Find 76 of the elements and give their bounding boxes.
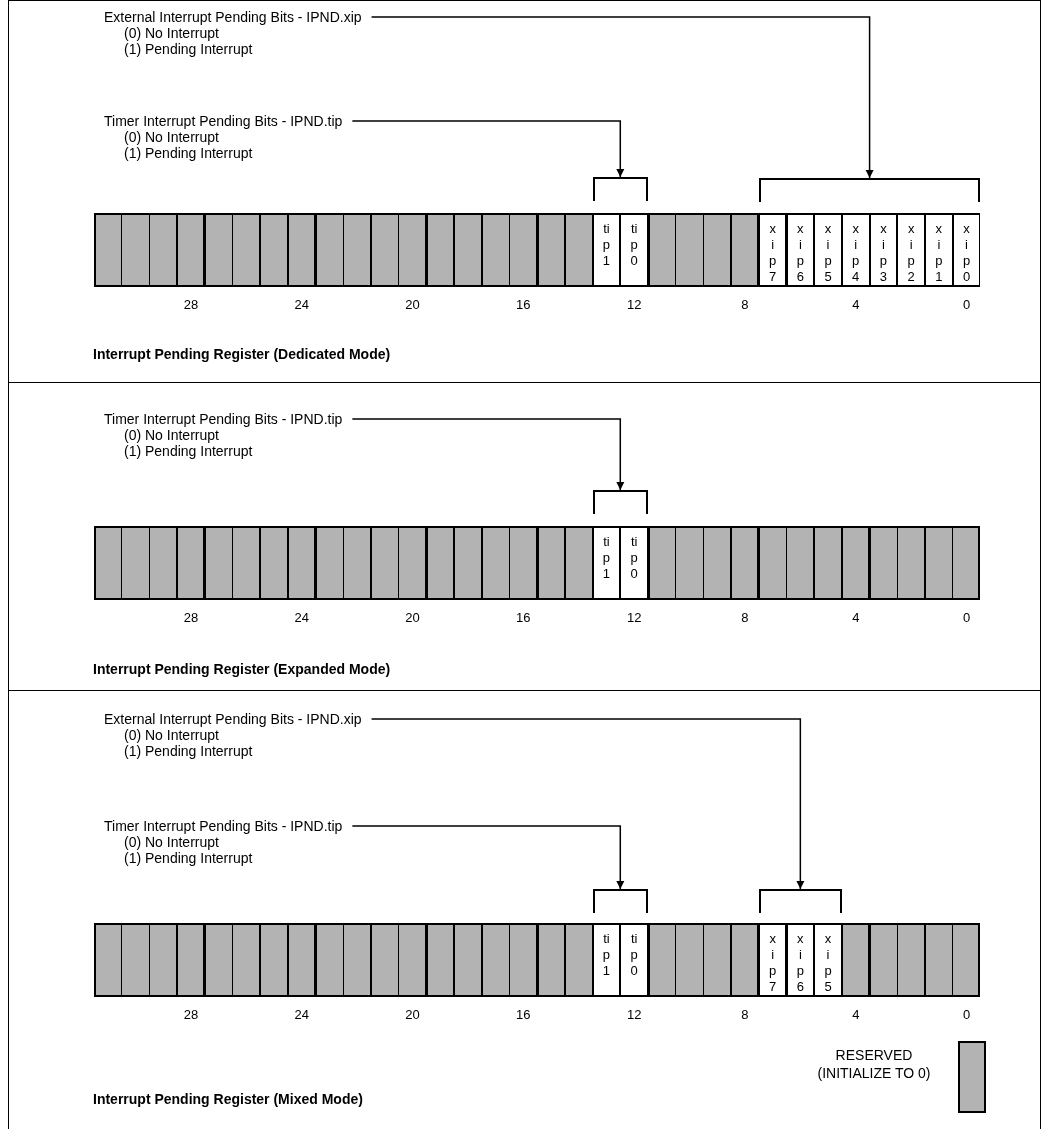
bit-number: 8: [741, 610, 749, 625]
bracket: [758, 178, 981, 202]
register-caption: Interrupt Pending Register (Dedicated Mode): [93, 346, 391, 362]
bit-number: 16: [516, 1007, 531, 1022]
bit-field-cell: xip5: [814, 925, 842, 995]
panel: [8, 0, 1041, 383]
arrow: [351, 825, 625, 890]
bit-number: 28: [183, 610, 199, 625]
panel: [8, 382, 1041, 691]
bit-number: 20: [405, 610, 420, 625]
bit-number: 0: [962, 1007, 971, 1022]
register-bar: [94, 213, 981, 287]
option-text: (1) Pending Interrupt: [123, 145, 254, 161]
register-caption: Interrupt Pending Register (Mixed Mode): [93, 1091, 363, 1107]
register-bar: [94, 526, 981, 600]
option-text: (0) No Interrupt: [123, 727, 220, 743]
bit-number: 12: [626, 610, 642, 625]
panel: [8, 690, 1041, 1129]
leader-heading: Timer Interrupt Pending Bits - IPND.tip: [104, 113, 343, 129]
bit-number: 8: [741, 1007, 749, 1022]
option-text: (1) Pending Interrupt: [123, 443, 254, 459]
bit-field-cell: xip4: [841, 215, 870, 285]
bit-number: 24: [294, 1007, 309, 1022]
bit-number: 28: [183, 1007, 199, 1022]
bit-field-cell: xip2: [897, 215, 925, 285]
bit-field-cell: tip1: [592, 215, 621, 285]
option-text: (0) No Interrupt: [123, 129, 220, 145]
bit-number: 16: [516, 610, 531, 625]
bit-field-cell: tip0: [620, 215, 648, 285]
option-text: (1) Pending Interrupt: [123, 41, 254, 57]
arrow: [351, 418, 625, 491]
arrow: [370, 718, 805, 890]
leader-heading: External Interrupt Pending Bits - IPND.xip: [104, 711, 362, 727]
bit-number: 20: [405, 297, 420, 312]
bit-number: 0: [962, 610, 971, 625]
bit-number: 20: [405, 1007, 420, 1022]
bit-field-cell: xip5: [814, 215, 842, 285]
leader-heading: External Interrupt Pending Bits - IPND.xip: [104, 9, 362, 25]
bit-number: 4: [852, 297, 860, 312]
option-text: (0) No Interrupt: [123, 25, 220, 41]
bit-number: 24: [294, 610, 309, 625]
bit-field-cell: xip7: [758, 925, 787, 995]
option-text: (1) Pending Interrupt: [123, 850, 254, 866]
bit-field-cell: tip1: [592, 925, 621, 995]
bracket: [592, 177, 648, 201]
arrow: [370, 16, 874, 179]
bit-number: 16: [516, 297, 531, 312]
bracket: [758, 889, 842, 913]
bit-field-cell: tip0: [620, 528, 648, 598]
bit-number: 0: [962, 297, 971, 312]
bit-field-cell: xip0: [952, 215, 981, 285]
bit-field-cell: xip1: [925, 215, 953, 285]
arrow: [351, 120, 625, 178]
bit-field-cell: tip0: [620, 925, 648, 995]
bit-number: 24: [294, 297, 309, 312]
leader-heading: Timer Interrupt Pending Bits - IPND.tip: [104, 818, 343, 834]
leader-heading: Timer Interrupt Pending Bits - IPND.tip: [104, 411, 343, 427]
bit-number: 12: [626, 1007, 642, 1022]
bit-number: 4: [852, 610, 860, 625]
bit-field-cell: tip1: [592, 528, 621, 598]
register-bar: [94, 923, 981, 997]
legend-text: RESERVED (INITIALIZE TO 0): [816, 1046, 932, 1082]
option-text: (1) Pending Interrupt: [123, 743, 254, 759]
bit-field-cell: xip3: [869, 215, 898, 285]
bit-number: 8: [741, 297, 749, 312]
bit-field-cell: xip7: [758, 215, 787, 285]
bit-number: 28: [183, 297, 199, 312]
bit-number: 12: [626, 297, 642, 312]
register-caption: Interrupt Pending Register (Expanded Mode): [93, 661, 391, 677]
bracket: [592, 490, 648, 514]
bit-field-cell: xip6: [786, 925, 815, 995]
option-text: (0) No Interrupt: [123, 834, 220, 850]
option-text: (0) No Interrupt: [123, 427, 220, 443]
bit-number: 4: [852, 1007, 860, 1022]
bit-field-cell: xip6: [786, 215, 815, 285]
bracket: [592, 889, 648, 913]
